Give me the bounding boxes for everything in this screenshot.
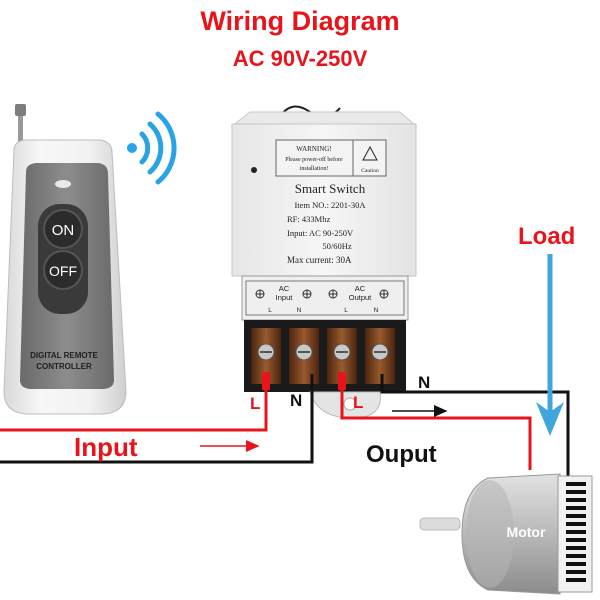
terminal-pin-l1: L bbox=[268, 307, 272, 314]
wire-label-l-in: L bbox=[250, 394, 260, 413]
frequency-spec: 50/60Hz bbox=[322, 241, 352, 251]
rf-spec: RF: 433Mhz bbox=[287, 214, 330, 224]
warning-title: WARNING! bbox=[296, 145, 331, 153]
warning-triangle-icon bbox=[362, 145, 378, 161]
wire-label-l-out: L bbox=[353, 393, 363, 412]
motor-shaft bbox=[419, 517, 461, 531]
terminal-output-label: Output bbox=[349, 293, 372, 302]
remote-led bbox=[55, 180, 71, 188]
input-label: Input bbox=[74, 432, 138, 462]
smart-switch-module: WARNING! Please power-off before install… bbox=[230, 105, 418, 419]
terminal-ac-label-2: AC bbox=[355, 284, 366, 293]
max-current-spec: Max current: 30A bbox=[287, 255, 352, 265]
warning-text-2: installation! bbox=[300, 166, 329, 172]
caution-label: Caution bbox=[361, 168, 379, 174]
input-spec: Input: AC 90-250V bbox=[287, 228, 354, 238]
terminal-pin-l2: L bbox=[344, 307, 348, 314]
remote-brand-line1: DIGITAL REMOTE bbox=[30, 351, 98, 360]
remote-off-label: OFF bbox=[49, 263, 77, 279]
wire-label-n-out: N bbox=[418, 373, 430, 392]
terminal-input-label: Input bbox=[276, 293, 294, 302]
warning-text-1: Please power-off before bbox=[285, 156, 343, 163]
remote-on-button[interactable] bbox=[43, 209, 83, 249]
device-name: Smart Switch bbox=[295, 181, 366, 196]
output-label: Ouput bbox=[366, 441, 437, 468]
diagram-title: Wiring Diagram bbox=[200, 6, 400, 36]
remote-off-button[interactable] bbox=[43, 250, 83, 290]
wire-input-live bbox=[0, 374, 268, 432]
wireless-signal-icon bbox=[127, 111, 177, 185]
load-arrow bbox=[536, 254, 564, 436]
remote-antenna bbox=[18, 112, 23, 147]
wire-input-neutral bbox=[0, 374, 314, 464]
terminal-pin-n1: N bbox=[297, 307, 302, 314]
remote-controller: ON OFF DIGITAL REMOTE CONTROLLER bbox=[3, 104, 127, 415]
wire-label-n-in: N bbox=[290, 391, 302, 410]
remote-on-label: ON bbox=[52, 222, 75, 239]
motor-label: Motor bbox=[507, 524, 546, 540]
wire-output-live bbox=[340, 374, 532, 470]
item-number: Item NO.: 2201-30A bbox=[294, 200, 366, 210]
diagram-subtitle: AC 90V-250V bbox=[232, 46, 368, 71]
remote-brand-line2: CONTROLLER bbox=[36, 362, 92, 371]
terminal-pin-n2: N bbox=[374, 307, 379, 314]
wire-output-neutral bbox=[380, 374, 570, 478]
motor: Motor bbox=[419, 473, 593, 595]
terminal-ac-label-1: AC bbox=[279, 284, 290, 293]
load-label: Load bbox=[518, 223, 575, 250]
